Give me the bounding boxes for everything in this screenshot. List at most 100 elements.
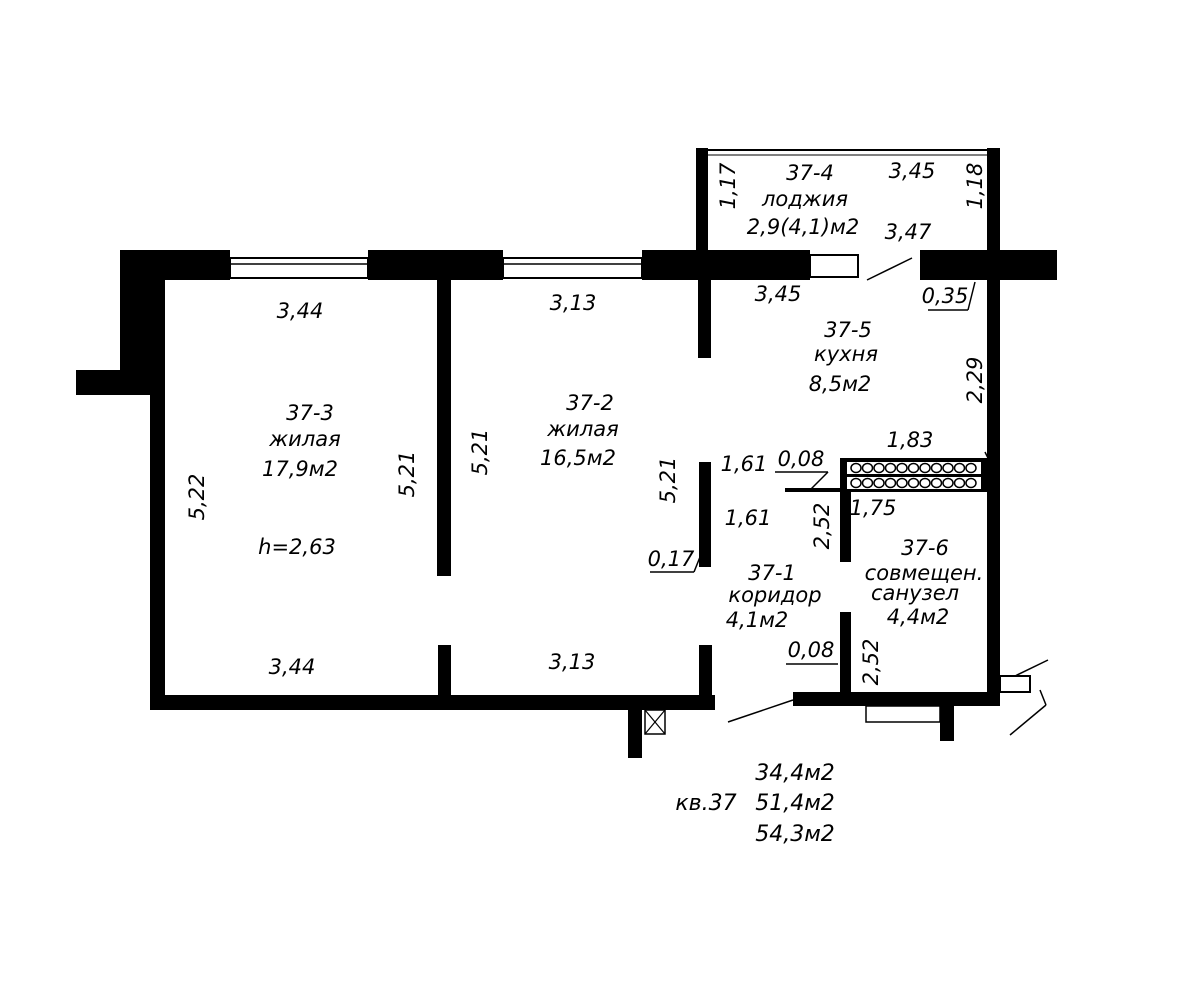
dim-label: 3,13 xyxy=(550,291,597,315)
partition-2-1 xyxy=(699,462,711,567)
dim-label: 3,47 xyxy=(885,220,932,244)
wall-loggia-left xyxy=(696,148,708,252)
room-type: коридор xyxy=(728,583,821,607)
dim-label: 2,52 xyxy=(859,639,883,686)
room-area: 16,5м2 xyxy=(540,446,616,470)
dim-label: 5,21 xyxy=(468,429,492,476)
room-type-2: санузел xyxy=(871,581,959,605)
room-37-4: 37-4 лоджия 2,9(4,1)м2 xyxy=(747,161,859,239)
vent-circle xyxy=(953,477,966,489)
total-with-loggia: 54,3м2 xyxy=(755,822,835,847)
wall-right xyxy=(987,252,1000,697)
partition-1-6-upper xyxy=(840,490,851,562)
vent-circle xyxy=(896,477,908,489)
vent-circle xyxy=(965,477,977,489)
leader-lines xyxy=(650,257,989,723)
window-room-3 xyxy=(229,257,369,279)
vent-circle xyxy=(873,477,885,489)
room-area: 4,4м2 xyxy=(887,605,950,629)
dim-label: 1,61 xyxy=(725,506,772,530)
dim-label: 0,17 xyxy=(648,547,695,571)
dimensions: 3,44 3,13 3,44 3,13 3,45 3,45 3,47 0,35 … xyxy=(185,159,987,685)
bath-niche xyxy=(865,705,941,723)
room-id: 37-2 xyxy=(566,391,614,415)
dim-label: 3,13 xyxy=(549,650,596,674)
dim-label: 0,08 xyxy=(778,447,825,471)
room-type: жилая xyxy=(546,417,619,441)
dim-label: 1,83 xyxy=(887,428,934,452)
dim-label: 1,61 xyxy=(721,452,768,476)
apartment-number: кв.37 xyxy=(675,791,736,816)
vent-circle xyxy=(930,477,943,489)
entry-box-icon xyxy=(644,709,666,735)
dim-label: 5,21 xyxy=(656,457,680,504)
vent-circle xyxy=(907,462,920,474)
room-id: 37-4 xyxy=(786,161,834,185)
room-37-2: 37-2 жилая 16,5м2 xyxy=(540,391,619,470)
dim-label: 2,52 xyxy=(810,503,834,550)
vent-circle xyxy=(861,477,874,489)
vent-circle xyxy=(884,462,897,474)
room-id: 37-1 xyxy=(748,561,796,585)
room-type: совмещен. xyxy=(865,561,984,585)
partition-2-5-upper xyxy=(698,280,711,358)
vent-circle xyxy=(873,462,885,474)
room-area: 2,9(4,1)м2 xyxy=(747,215,859,239)
wall-bottom-right xyxy=(793,692,1000,706)
dim-label: 0,35 xyxy=(922,284,969,308)
wall-left-ledge xyxy=(76,370,150,395)
vent-circle xyxy=(930,462,943,474)
dim-label: 3,44 xyxy=(277,299,324,323)
room-37-6: 37-6 совмещен. санузел 4,4м2 xyxy=(865,536,984,629)
dim-label: 3,44 xyxy=(269,655,316,679)
dim-label: 3,45 xyxy=(889,159,936,183)
room-type: лоджия xyxy=(761,187,848,211)
wall-left xyxy=(150,250,165,710)
wall-top-2 xyxy=(368,250,503,280)
partition-3-2 xyxy=(437,280,451,576)
vent-circle xyxy=(953,462,966,474)
wall-top-3 xyxy=(642,250,810,280)
room-37-1: 37-1 коридор 4,1м2 xyxy=(726,561,822,632)
vent-circle xyxy=(919,462,931,474)
dim-label: 3,45 xyxy=(755,282,802,306)
apartment-summary: 34,4м2 кв.37 51,4м2 54,3м2 xyxy=(675,761,834,847)
vent-circle xyxy=(965,462,977,474)
partition-2-1-lower xyxy=(699,645,712,697)
room-area: 8,5м2 xyxy=(809,372,872,396)
dim-label: 5,21 xyxy=(395,451,419,498)
dim-label: 1,75 xyxy=(850,496,897,520)
dim-label: 5,22 xyxy=(185,474,209,521)
total-area: 51,4м2 xyxy=(755,791,835,816)
dim-label: 0,08 xyxy=(788,638,835,662)
vent-circle xyxy=(942,477,954,489)
dim-label: 2,29 xyxy=(963,357,987,404)
wall-entry-stub xyxy=(628,710,642,758)
ceiling-height: h=2,63 xyxy=(258,535,336,559)
partition-3-2-lower xyxy=(438,645,451,697)
room-type: жилая xyxy=(268,427,341,451)
room-37-3: 37-3 жилая 17,9м2 h=2,63 xyxy=(258,401,341,559)
balcony-door xyxy=(809,254,859,278)
vent-circle xyxy=(850,477,862,489)
vent-circle xyxy=(884,477,897,489)
wall-loggia-right xyxy=(987,148,1000,252)
wall-bath-stub xyxy=(940,706,954,741)
wall-top-1 xyxy=(150,250,230,280)
room-id: 37-5 xyxy=(824,318,872,342)
vent-circle xyxy=(919,477,931,489)
window-room-2 xyxy=(502,257,643,279)
room-type: кухня xyxy=(814,342,878,366)
walls xyxy=(76,148,1057,758)
vent-circle xyxy=(850,462,862,474)
wall-corner-right xyxy=(999,675,1031,693)
wall-bottom-left xyxy=(150,695,715,710)
room-area: 17,9м2 xyxy=(262,457,338,481)
dim-label: 1,17 xyxy=(716,162,740,209)
room-area: 4,1м2 xyxy=(726,608,789,632)
vent-circles xyxy=(850,462,977,489)
room-37-5: 37-5 кухня 8,5м2 xyxy=(809,318,878,396)
room-id: 37-3 xyxy=(286,401,334,425)
vent-circle xyxy=(896,462,908,474)
